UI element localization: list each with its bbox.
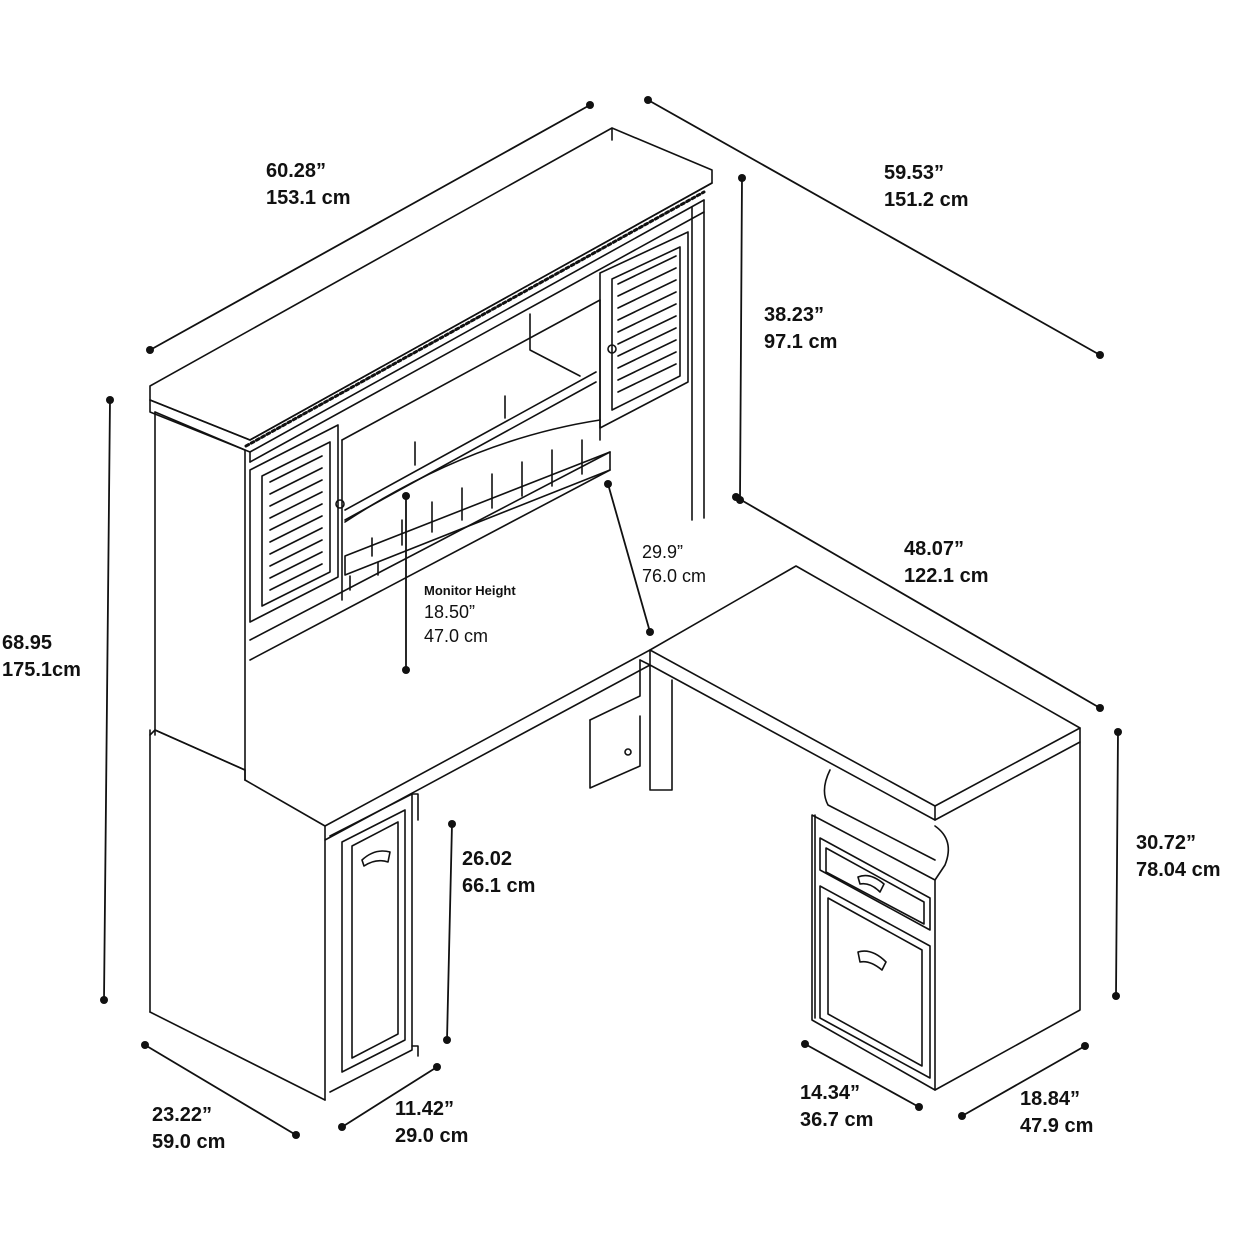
hutch — [149, 127, 713, 781]
pedestal-depth-cm: 47.9 cm — [1020, 1115, 1094, 1137]
pedestal-width-label: 14.34” 36.7 cm — [800, 1080, 873, 1134]
desk-height-cm: 78.04 cm — [1136, 859, 1221, 881]
left-depth-cm: 59.0 cm — [152, 1131, 226, 1153]
dimension-lines — [103, 99, 1119, 1136]
knee-height-in: 26.02 — [462, 848, 513, 870]
desk-height-in: 30.72” — [1136, 832, 1197, 854]
return-width-in: 59.53” — [884, 162, 945, 184]
pedestal-depth-label: 18.84” 47.9 cm — [1020, 1086, 1093, 1140]
desk-depth-label: 29.9” 76.0 cm — [642, 540, 706, 589]
monitor-height-caption: Monitor Height — [424, 583, 516, 598]
hutch-height-label: 38.23” 97.1 cm — [764, 302, 837, 356]
left-depth-label: 23.22” 59.0 cm — [152, 1102, 225, 1156]
desk-depth-in: 29.9” — [642, 542, 684, 562]
pedestal-width-cm: 36.7 cm — [800, 1109, 874, 1131]
return-width-label: 59.53” 151.2 cm — [884, 160, 969, 214]
monitor-height-cm: 47.0 cm — [424, 625, 489, 646]
hutch-width-in: 60.28” — [266, 160, 327, 182]
cabinet-width-cm: 29.0 cm — [395, 1125, 469, 1147]
pedestal-width-in: 14.34” — [800, 1082, 861, 1104]
return-width-cm: 151.2 cm — [884, 189, 969, 211]
hutch-height-in: 38.23” — [764, 304, 825, 326]
hutch-width-label: 60.28” 153.1 cm — [266, 158, 351, 212]
overall-height-label: 68.95 175.1cm — [2, 630, 81, 684]
hutch-height-cm: 97.1 cm — [764, 331, 838, 353]
hutch-width-cm: 153.1 cm — [266, 187, 351, 209]
return-length-in: 48.07” — [904, 538, 965, 560]
overall-height-cm: 175.1cm — [2, 659, 81, 681]
monitor-height-label: Monitor Height 18.50” 47.0 cm — [424, 582, 516, 648]
desk-return — [649, 565, 1081, 1091]
desk-main — [149, 649, 673, 1101]
knee-height-cm: 66.1 cm — [462, 875, 536, 897]
pedestal-depth-in: 18.84” — [1020, 1088, 1081, 1110]
knee-height-label: 26.02 66.1 cm — [462, 846, 535, 900]
cabinet-width-label: 11.42” 29.0 cm — [395, 1096, 468, 1150]
desk-height-label: 30.72” 78.04 cm — [1136, 830, 1221, 884]
left-depth-in: 23.22” — [152, 1104, 213, 1126]
monitor-height-in: 18.50” — [424, 601, 476, 622]
overall-height-in: 68.95 — [2, 632, 53, 654]
return-length-cm: 122.1 cm — [904, 565, 989, 587]
cabinet-width-in: 11.42” — [395, 1098, 454, 1120]
return-length-label: 48.07” 122.1 cm — [904, 536, 989, 590]
desk-depth-cm: 76.0 cm — [642, 566, 707, 587]
dimension-endpoints — [100, 96, 1122, 1139]
